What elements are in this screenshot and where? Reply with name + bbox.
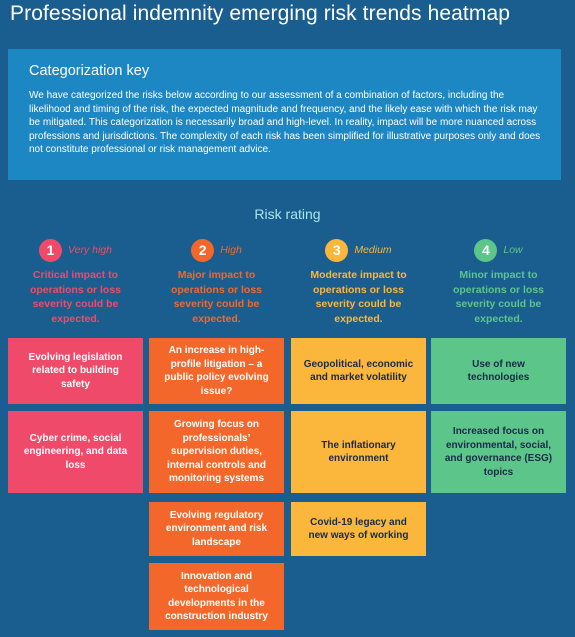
risk-card: Covid-19 legacy and new ways of working xyxy=(291,502,426,556)
rating-number-badge: 1 xyxy=(39,238,63,262)
rating-number-badge: 2 xyxy=(191,238,215,262)
rating-description: Minor impact to operations or loss sever… xyxy=(452,269,545,325)
risk-card-text: The inflationary environment xyxy=(321,439,396,465)
risk-card-text: Growing focus on professionals’ supervis… xyxy=(167,419,266,485)
risk-card-text: Covid-19 legacy and new ways of working xyxy=(308,516,409,542)
column-medium: 3 Medium Moderate impact to operations o… xyxy=(291,236,426,326)
column-header: 4 Low xyxy=(431,236,566,264)
risk-card-text: Geopolitical, economic and market volati… xyxy=(303,358,414,384)
rating-level-label: Low xyxy=(503,244,523,256)
column-header: 2 High xyxy=(149,236,284,264)
risk-card: Evolving legislation related to building… xyxy=(8,338,143,404)
risk-card: Growing focus on professionals’ supervis… xyxy=(149,411,284,493)
page-title: Professional indemnity emerging risk tre… xyxy=(10,2,511,25)
risk-card: Increased focus on environmental, social… xyxy=(431,411,566,493)
risk-card: The inflationary environment xyxy=(291,411,426,493)
rating-description: Major impact to operations or loss sever… xyxy=(170,269,263,325)
risk-card-text: Innovation and technological development… xyxy=(165,570,268,623)
column-high: 2 High Major impact to operations or los… xyxy=(149,236,284,326)
risk-card: Geopolitical, economic and market volati… xyxy=(291,338,426,404)
column-low: 4 Low Minor impact to operations or loss… xyxy=(431,236,566,326)
rating-level-label: Medium xyxy=(354,244,392,256)
risk-card-text: Evolving legislation related to building… xyxy=(28,351,123,390)
rating-level-label: High xyxy=(220,244,242,256)
rating-description: Critical impact to operations or loss se… xyxy=(29,269,122,325)
column-header: 1 Very high xyxy=(8,236,143,264)
risk-card-text: Increased focus on environmental, social… xyxy=(444,426,553,478)
column-very-high: 1 Very high Critical impact to operation… xyxy=(8,236,143,326)
risk-card-text: An increase in high-profile litigation –… xyxy=(164,345,269,397)
risk-card: Cyber crime, social engineering, and dat… xyxy=(8,411,143,493)
risk-card-text: Cyber crime, social engineering, and dat… xyxy=(23,432,128,471)
risk-card-text: Use of new technologies xyxy=(467,358,530,384)
rating-level-label: Very high xyxy=(68,244,112,256)
risk-card: Use of new technologies xyxy=(431,338,566,404)
risk-card: An increase in high-profile litigation –… xyxy=(149,338,284,404)
categorization-key-panel: Categorization key We have categorized t… xyxy=(8,49,561,180)
risk-rating-title: Risk rating xyxy=(254,206,321,222)
rating-number-badge: 4 xyxy=(474,238,498,262)
risk-card: Evolving regulatory environment and risk… xyxy=(149,502,284,556)
key-text: We have categorized the risks below acco… xyxy=(29,90,541,156)
rating-number-badge: 3 xyxy=(325,238,349,262)
column-header: 3 Medium xyxy=(291,236,426,264)
rating-description: Moderate impact to operations or loss se… xyxy=(310,269,407,325)
key-heading: Categorization key xyxy=(29,63,150,79)
risk-card-text: Evolving regulatory environment and risk… xyxy=(165,509,268,548)
risk-card: Innovation and technological development… xyxy=(149,563,284,630)
